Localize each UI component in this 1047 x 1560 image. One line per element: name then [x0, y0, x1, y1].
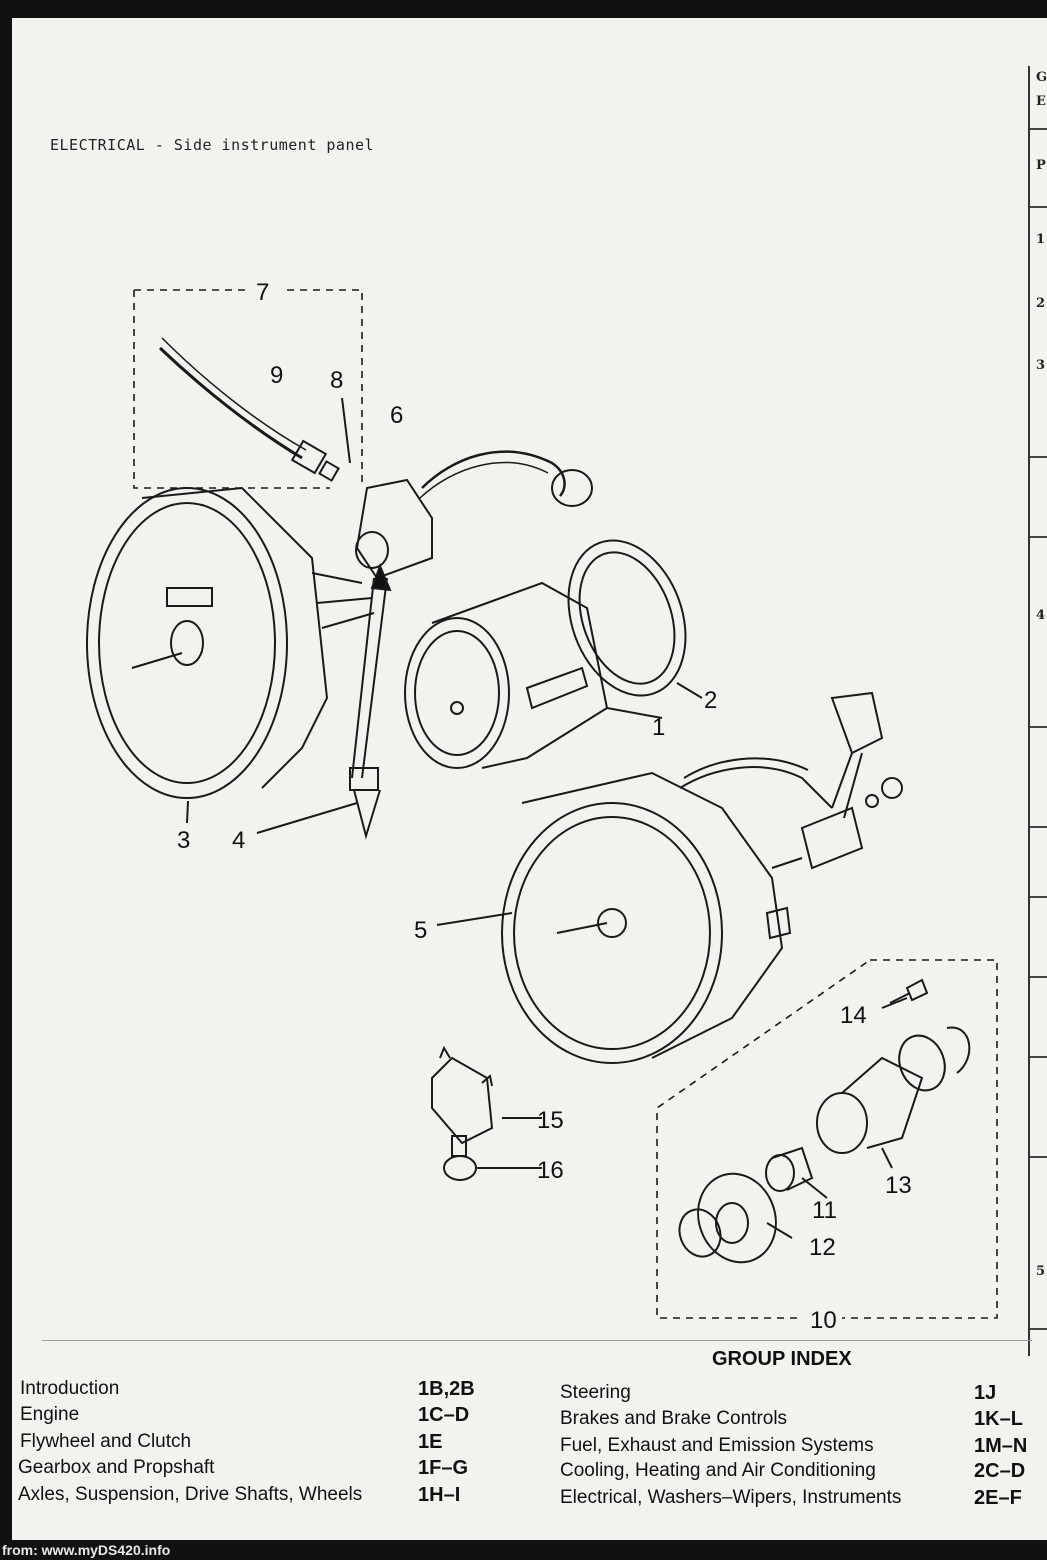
manual-page: ELECTRICAL - Side instrument panel G E P… [12, 18, 1047, 1540]
index-code: 1M–N [974, 1435, 1028, 1457]
callout-16: 16 [537, 1157, 564, 1184]
index-code: 1H–I [418, 1484, 461, 1506]
index-label: Cooling, Heating and Air Conditioning [560, 1460, 876, 1481]
strip-letter: G [1036, 70, 1047, 85]
strip-letter: E [1036, 94, 1046, 109]
index-label: Gearbox and Propshaft [18, 1457, 215, 1478]
callout-3: 3 [177, 827, 190, 854]
index-label: Introduction [20, 1378, 120, 1399]
page-title: ELECTRICAL - Side instrument panel [50, 136, 375, 154]
strip-letter: P [1036, 158, 1046, 173]
strip-number: 3 [1036, 358, 1046, 373]
callout-15: 15 [537, 1107, 564, 1134]
index-code: 1J [974, 1382, 997, 1404]
index-code: 1C–D [418, 1404, 470, 1426]
callout-8: 8 [330, 367, 343, 394]
index-label: Axles, Suspension, Drive Shafts, Wheels [18, 1484, 363, 1505]
callout-1: 1 [652, 714, 665, 741]
index-label: Flywheel and Clutch [20, 1431, 192, 1452]
index-label: Fuel, Exhaust and Emission Systems [560, 1435, 874, 1456]
index-code: 1F–G [418, 1457, 469, 1479]
adjacent-page-edge: G E P 1 2 3 4 5 [1028, 66, 1047, 1356]
strip-number: 5 [1036, 1264, 1046, 1279]
callout-9: 9 [270, 362, 283, 389]
divider [42, 1340, 1032, 1341]
index-code: 2C–D [974, 1460, 1026, 1482]
callout-5: 5 [414, 917, 427, 944]
strip-number: 4 [1036, 608, 1046, 623]
index-label: Steering [560, 1382, 631, 1403]
callout-14: 14 [840, 1002, 867, 1029]
callout-12: 12 [809, 1234, 836, 1261]
callout-13: 13 [885, 1172, 912, 1199]
callout-2: 2 [704, 687, 717, 714]
index-code: 1K–L [974, 1408, 1023, 1430]
callout-10: 10 [810, 1307, 837, 1334]
strip-number: 2 [1036, 296, 1046, 311]
callout-7: 7 [256, 279, 269, 306]
index-code: 1E [418, 1431, 443, 1453]
callout-6: 6 [390, 402, 403, 429]
index-code: 1B,2B [418, 1378, 475, 1400]
index-label: Electrical, Washers–Wipers, Instruments [560, 1487, 902, 1508]
callout-4: 4 [232, 827, 245, 854]
group-index-title: GROUP INDEX [712, 1348, 852, 1370]
index-code: 2E–F [974, 1487, 1022, 1509]
index-label: Engine [20, 1404, 80, 1425]
strip-number: 1 [1036, 232, 1046, 247]
callout-11: 11 [812, 1197, 837, 1224]
index-label: Brakes and Brake Controls [560, 1408, 788, 1429]
exploded-diagram: 7 9 8 6 2 1 3 4 5 14 13 15 11 16 12 10 [86, 279, 998, 1334]
footer-source: from: www.myDS420.info [2, 1542, 171, 1558]
